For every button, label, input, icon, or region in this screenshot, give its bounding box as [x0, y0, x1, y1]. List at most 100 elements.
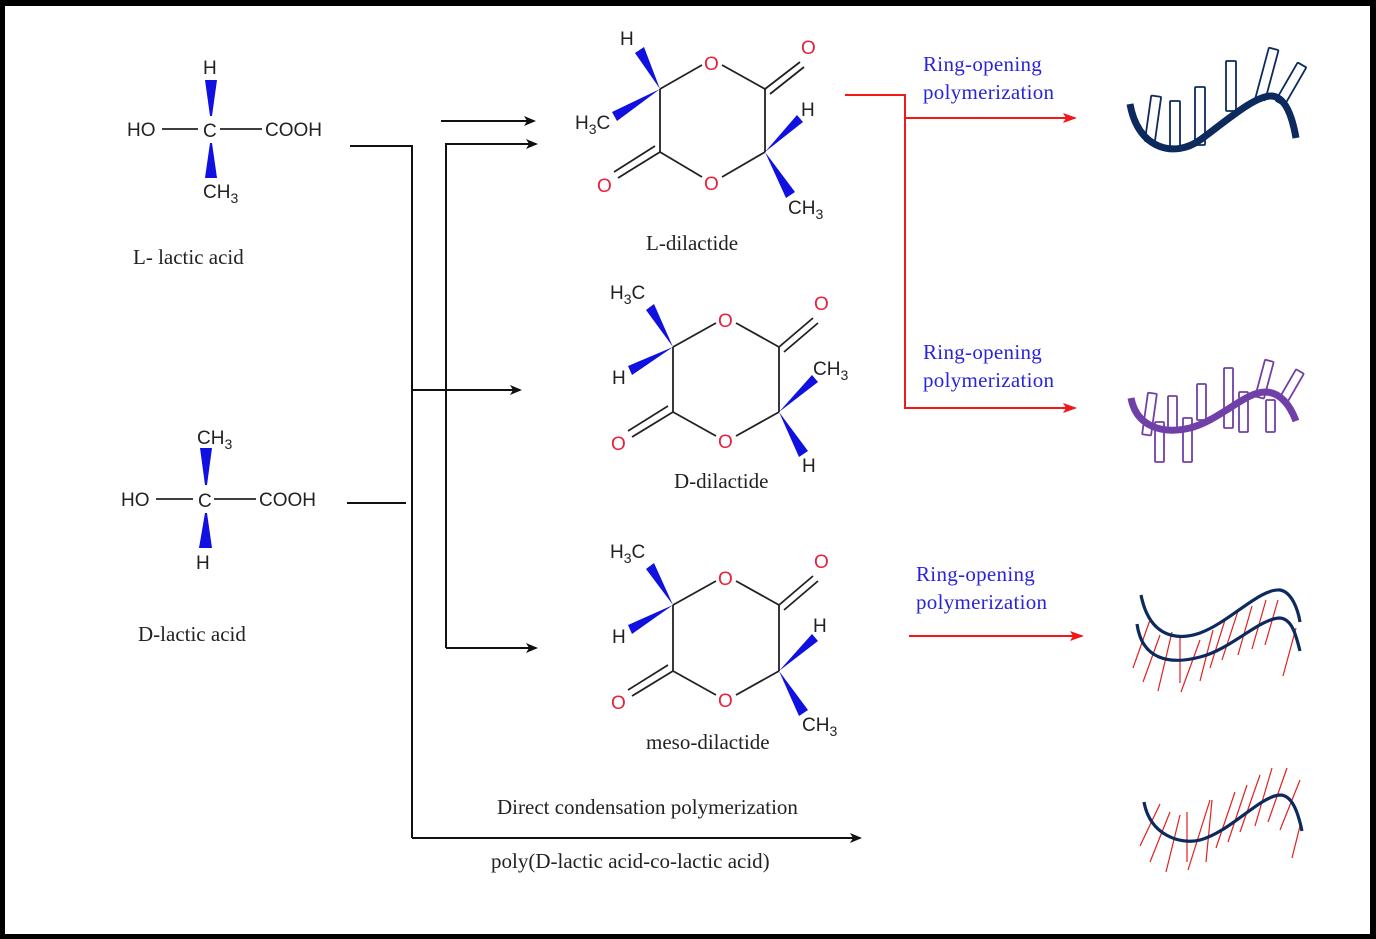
- double-bond: [617, 151, 661, 179]
- wedge-bond: [612, 89, 660, 121]
- wedge-bond: [205, 80, 217, 116]
- hatch: [1221, 610, 1239, 661]
- rop-label-3-line1: Ring-opening: [916, 562, 1035, 586]
- hatch: [1254, 767, 1273, 827]
- hatch: [1215, 791, 1236, 849]
- meso-dilactide-structure: O O O O H3C H H CH3 meso-dilactide: [610, 542, 837, 754]
- side-chain: [1169, 100, 1181, 150]
- arrow-to-l-dilactide-2: [445, 139, 538, 648]
- side-chain: [1223, 367, 1234, 429]
- double-bond: [783, 322, 819, 353]
- side-chain: [1265, 399, 1276, 433]
- h-atom: H: [612, 627, 626, 648]
- ring-oxygen: O: [718, 432, 733, 453]
- l-lactic-acid-label: L- lactic acid: [133, 245, 244, 269]
- l-lactic-acid-structure: HO C COOH H CH3 L- lactic acid: [127, 58, 322, 269]
- side-chain: [1254, 46, 1280, 102]
- hatch: [1149, 811, 1171, 863]
- polymer-backbone: [1139, 588, 1302, 638]
- hatch: [1291, 821, 1302, 859]
- double-bond: [764, 61, 801, 90]
- hatch: [1239, 774, 1261, 833]
- rop-label-2-line2: polymerization: [923, 368, 1055, 392]
- double-bond: [778, 317, 814, 348]
- wedge-bond: [205, 143, 217, 178]
- double-bond: [631, 670, 674, 697]
- hatch: [1132, 619, 1151, 669]
- double-bond: [627, 405, 669, 432]
- ring-oxygen: O: [718, 569, 733, 590]
- hatch: [1279, 779, 1301, 831]
- l-lactic-h: H: [203, 58, 217, 79]
- ring-oxygen: O: [718, 311, 733, 332]
- l-dilactide-label: L-dilactide: [646, 231, 738, 255]
- wedge-bond: [628, 605, 673, 634]
- ring-oxygen: O: [718, 691, 733, 712]
- ring-bond: [735, 670, 780, 696]
- d-dilactide-label: D-dilactide: [674, 469, 768, 493]
- side-chain: [1196, 383, 1207, 421]
- meso-dilactide-label: meso-dilactide: [646, 730, 770, 754]
- carbonyl-oxygen: O: [611, 693, 626, 714]
- methyl-group: H3C: [575, 113, 610, 137]
- d-lactic-acid-label: D-lactic acid: [138, 622, 246, 646]
- polymer-backbone: [1135, 616, 1302, 662]
- methyl-group: CH3: [788, 198, 823, 222]
- hatch: [1142, 634, 1161, 683]
- carbonyl-oxygen: O: [814, 294, 829, 315]
- d-lactic-acid-structure: CH3 HO C COOH H D-lactic acid: [121, 428, 316, 646]
- pdla-polymer-icon: [1127, 358, 1305, 463]
- h-atom: H: [813, 616, 827, 637]
- ring-oxygen: O: [704, 54, 719, 75]
- methyl-group: CH3: [813, 359, 848, 383]
- ring-bond: [735, 580, 780, 606]
- rop-label-2-line1: Ring-opening: [923, 340, 1042, 364]
- hatch: [1180, 639, 1201, 693]
- d-dilactide-structure: O O O O H3C H CH3 H D-dilactide: [610, 283, 848, 493]
- carbonyl-oxygen: O: [597, 176, 612, 197]
- double-bond: [631, 411, 674, 438]
- ring-bond: [672, 411, 717, 437]
- rop-label-1-line1: Ring-opening: [923, 52, 1042, 76]
- double-bond: [769, 66, 805, 95]
- ring-bond: [659, 151, 703, 178]
- side-chain: [1225, 60, 1237, 112]
- pdlla-polymer-icon: [1139, 767, 1304, 873]
- double-bond: [783, 580, 819, 611]
- hatch: [1209, 619, 1226, 669]
- rop-label-3-line2: polymerization: [916, 590, 1048, 614]
- plla-polymer-icon: [1126, 46, 1307, 153]
- wedge-bond: [635, 47, 660, 89]
- ring-bond: [672, 322, 717, 348]
- methyl-group: H3C: [610, 283, 645, 307]
- wedge-bond: [646, 304, 673, 347]
- carbonyl-oxygen: O: [814, 552, 829, 573]
- ring-bond: [735, 411, 780, 437]
- ring-bond: [735, 322, 780, 348]
- wedge-bond: [779, 634, 818, 671]
- polymer-backbone: [1126, 92, 1300, 153]
- h-atom: H: [620, 29, 634, 50]
- side-chain: [1167, 395, 1178, 431]
- l-feed-line: [350, 145, 413, 838]
- h-atom: H: [802, 456, 816, 477]
- feed-lines: [347, 116, 862, 843]
- double-bond: [613, 145, 656, 173]
- rop-arrows: [845, 94, 1084, 641]
- d-lactic-ch: CH3: [197, 428, 232, 452]
- wedge-bond: [765, 152, 795, 198]
- rop-arrow-pdla: [845, 94, 1077, 413]
- d-lactic-cooh: COOH: [259, 490, 316, 511]
- hatch: [1157, 631, 1173, 692]
- carbonyl-oxygen: O: [611, 434, 626, 455]
- hatch: [1139, 803, 1161, 847]
- h-atom: H: [801, 100, 815, 121]
- l-dilactide-structure: O O O O H H3C H CH3 L-dilactide: [575, 29, 823, 255]
- polymer-backbone: [1127, 388, 1300, 434]
- carbonyl-oxygen: O: [801, 38, 816, 59]
- l-lactic-c: C: [203, 121, 217, 142]
- double-bond: [778, 575, 814, 606]
- d-lactic-c: C: [198, 491, 212, 512]
